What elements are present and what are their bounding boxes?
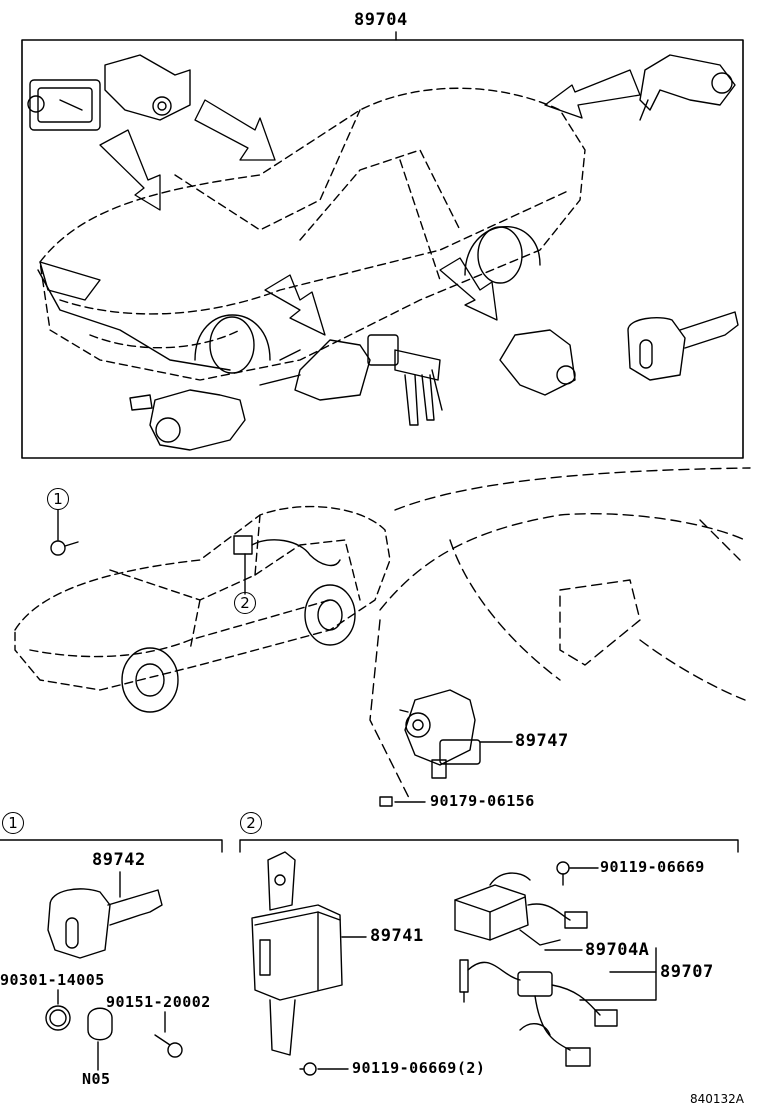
label-89747: 89747 bbox=[515, 731, 569, 751]
bolt-top bbox=[556, 861, 570, 886]
harness-89707 bbox=[459, 959, 618, 1067]
top-door-lock-cylinder-right bbox=[639, 54, 736, 121]
section-1-bracket bbox=[0, 839, 223, 853]
top-ignition-switch bbox=[259, 334, 399, 401]
middle-car-outline bbox=[14, 505, 391, 691]
label-90179-06156: 90179-06156 bbox=[430, 792, 535, 810]
top-arrows bbox=[99, 69, 641, 336]
top-car-rear-hub bbox=[477, 226, 523, 284]
drawing-code: 840132A bbox=[690, 1092, 745, 1106]
top-keys bbox=[394, 349, 443, 426]
top-car-front-wheel bbox=[194, 314, 271, 361]
top-car-headlight bbox=[39, 261, 101, 301]
top-door-switch-module bbox=[129, 389, 246, 451]
label-89742: 89742 bbox=[92, 850, 146, 870]
label-89704: 89704 bbox=[354, 10, 408, 30]
top-door-lock-cylinder-left bbox=[104, 54, 191, 121]
section-2-marker: 2 bbox=[240, 812, 262, 834]
top-trunk-lock-assembly bbox=[27, 79, 101, 131]
label-89707: 89707 bbox=[660, 962, 714, 982]
callout-2-marker: 2 bbox=[234, 592, 256, 614]
bolt-bottom bbox=[299, 1062, 317, 1076]
label-90151-20002: 90151-20002 bbox=[106, 993, 211, 1011]
top-panel-frame bbox=[21, 39, 744, 459]
leader-89707 bbox=[579, 947, 657, 1001]
key-89742 bbox=[47, 888, 163, 959]
section-1-marker: 1 bbox=[2, 812, 24, 834]
dashboard-interior bbox=[369, 467, 751, 801]
section-2-bracket bbox=[239, 839, 739, 853]
label-90119-06669-bottom: 90119-06669(2) bbox=[352, 1059, 486, 1077]
middle-car-ecu bbox=[233, 535, 253, 555]
label-n05: N05 bbox=[82, 1070, 111, 1088]
label-90119-06669-top: 90119-06669 bbox=[600, 858, 705, 876]
screw-90179-06156 bbox=[379, 796, 393, 807]
middle-car-front-wheel bbox=[121, 647, 179, 713]
top-car-outline bbox=[39, 87, 586, 381]
middle-car-harness bbox=[251, 539, 341, 567]
ecu-89741 bbox=[251, 851, 343, 1056]
screw-90151-20002 bbox=[154, 1034, 183, 1058]
ring-90301-14005 bbox=[45, 1005, 71, 1031]
clip-part-icon bbox=[50, 540, 66, 556]
label-89704a: 89704A bbox=[585, 940, 650, 960]
top-car-front-hub bbox=[209, 316, 255, 374]
cap-n05 bbox=[87, 1007, 113, 1041]
top-car-grille bbox=[37, 269, 231, 371]
top-master-key bbox=[627, 311, 739, 381]
sensor-89704a bbox=[454, 872, 588, 946]
label-90301-14005: 90301-14005 bbox=[0, 971, 105, 989]
ignition-switch-89747 bbox=[399, 689, 481, 779]
top-glove-box-lock bbox=[499, 329, 576, 396]
label-89741: 89741 bbox=[370, 926, 424, 946]
middle-car-rear-wheel bbox=[304, 584, 356, 646]
callout-1-marker: 1 bbox=[47, 488, 69, 510]
